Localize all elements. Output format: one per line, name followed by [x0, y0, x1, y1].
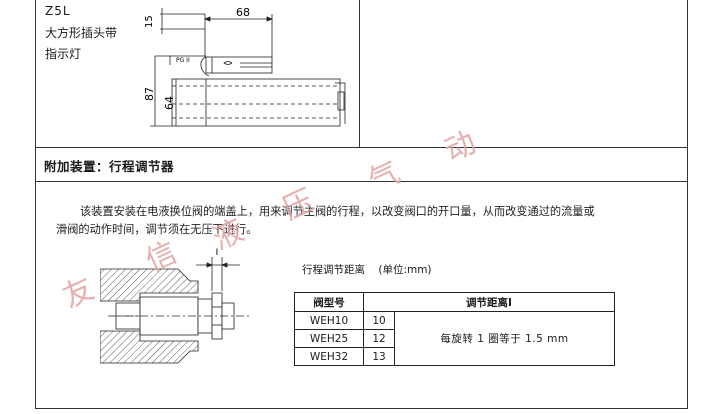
row-value: 12: [363, 329, 395, 348]
header-distance: 调节距离I: [363, 292, 615, 312]
table-unit: (单位:mm): [378, 264, 432, 276]
dim-total-height: 87: [143, 87, 156, 101]
table-title: 行程调节距离 (单位:mm): [302, 262, 432, 277]
dim-lower-height: 64: [163, 96, 176, 110]
dim-width: 68: [236, 6, 250, 19]
row-divider-top: [35, 147, 687, 148]
dim-label-i: I: [216, 248, 219, 258]
header-model: 阀型号: [294, 292, 364, 312]
table-title-text: 行程调节距离: [302, 264, 365, 276]
dim-top: 15: [144, 15, 155, 28]
stroke-distance-table: 阀型号 调节距离I WEH10 10 每旋转 1 圈等于 1.5 mm WEH2…: [294, 292, 615, 366]
row-value: 13: [363, 347, 395, 366]
table-row: WEH32 13: [294, 347, 615, 366]
section-paragraph: 该装置安装在电液换位阀的端盖上，用来调节主阀的行程，以改变阀口的开口量，从而改变…: [56, 203, 676, 239]
pg-label: PG II: [176, 57, 190, 64]
rotation-note: 每旋转 1 圈等于 1.5 mm: [394, 311, 615, 366]
row-value: 10: [363, 311, 395, 330]
row-model: WEH10: [294, 311, 364, 330]
table-row: WEH10 10 每旋转 1 圈等于 1.5 mm: [294, 311, 615, 366]
connector-drawing: 68 15 87 64 PG II: [143, 6, 346, 127]
model-code: Z5L: [45, 4, 71, 18]
model-desc-line2: 指示灯: [45, 47, 82, 61]
row-divider-bottom: [35, 181, 687, 182]
column-divider: [359, 0, 360, 147]
model-desc-line1: 大方形插头带: [45, 26, 118, 40]
section-title: 附加装置：行程调节器: [44, 159, 175, 174]
paragraph-line2: 滑阀的动作时间，调节须在无压下进行。: [56, 223, 258, 236]
adjuster-drawing: I: [100, 248, 250, 364]
document-frame: [35, 0, 688, 409]
row-model: WEH25: [294, 329, 364, 348]
row-model: WEH32: [294, 347, 364, 366]
paragraph-line1: 该装置安装在电液换位阀的端盖上，用来调节主阀的行程，以改变阀口的开口量，从而改变…: [80, 205, 595, 218]
